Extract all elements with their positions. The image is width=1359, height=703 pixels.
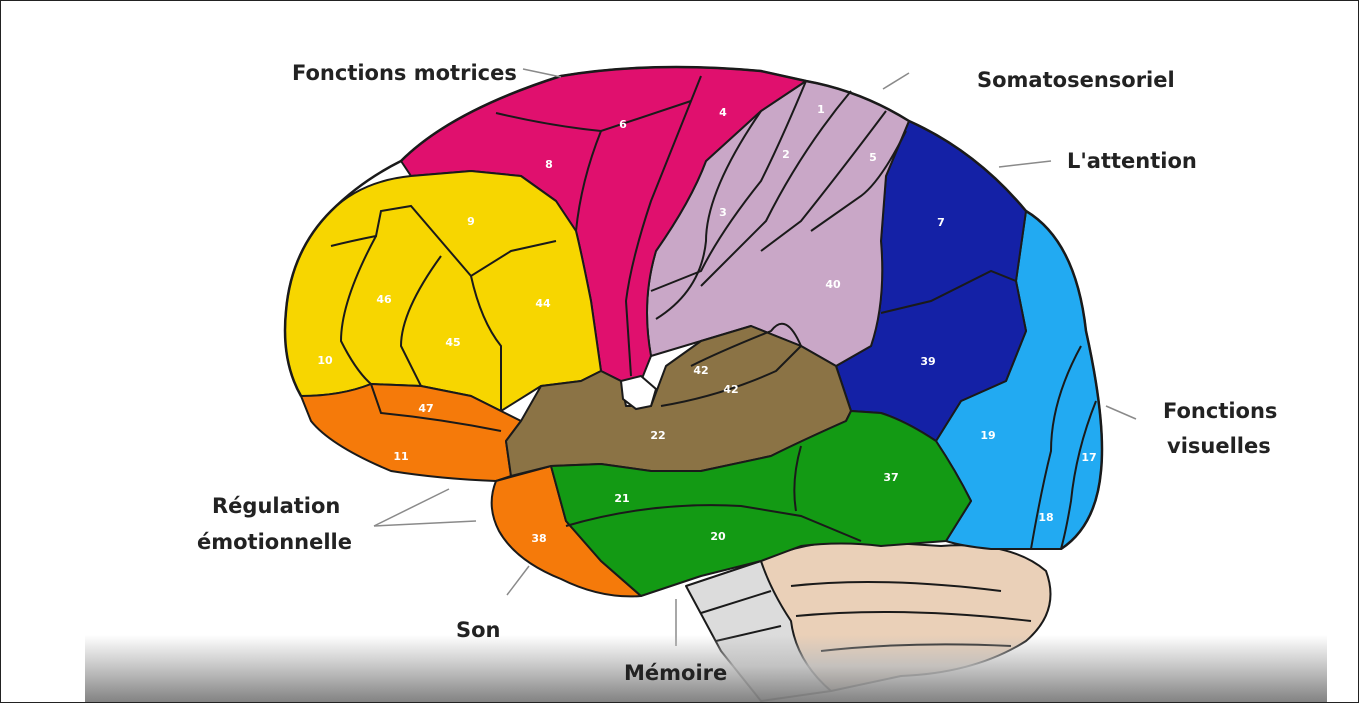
label-emotion-line1: Régulation bbox=[212, 494, 340, 518]
label-emotion-line2: émotionnelle bbox=[197, 530, 352, 554]
label-motor: Fonctions motrices bbox=[292, 61, 517, 85]
label-sound: Son bbox=[456, 618, 501, 642]
label-visual-line2: visuelles bbox=[1167, 434, 1271, 458]
label-visual-line1: Fonctions bbox=[1163, 399, 1277, 423]
label-somatosensory: Somatosensoriel bbox=[977, 68, 1175, 92]
label-attention: L'attention bbox=[1067, 149, 1197, 173]
label-memory: Mémoire bbox=[624, 661, 727, 685]
